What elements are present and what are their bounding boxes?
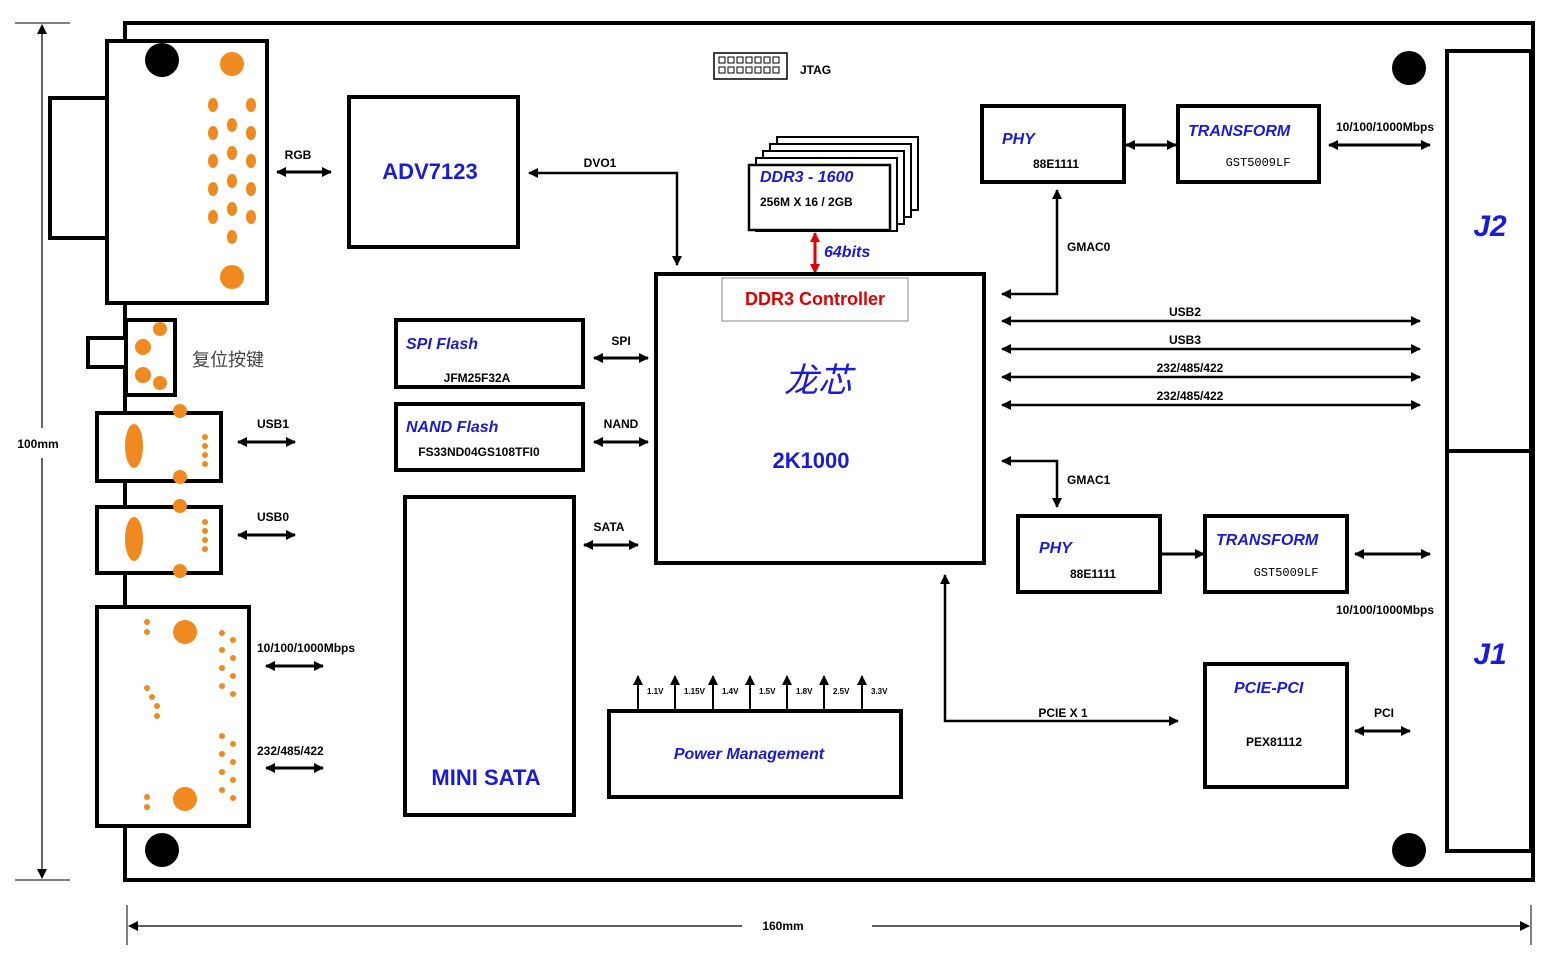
power-rails: 1.1V 1.15V 1.4V 1.5V 1.8V 2.5V 3.3V (633, 675, 888, 709)
reset-label: 复位按键 (192, 350, 264, 371)
spi-flash-chip (394, 318, 585, 389)
mini-sata-slot (403, 495, 576, 817)
ddr3-memory-stack: DDR3 - 1600 256M X 16 / 2GB (747, 136, 919, 232)
reset-button (86, 318, 177, 397)
ddr3-bus-label: 64bits (824, 244, 870, 261)
adv7123-label: ADV7123 (382, 159, 477, 184)
spi-label: SPI (611, 334, 630, 348)
power-management-label: Power Management (674, 746, 825, 763)
ddr3-controller-label: DDR3 Controller (745, 289, 885, 309)
gmac1-label: GMAC1 (1067, 473, 1111, 487)
mount-hole-icon (1392, 833, 1426, 867)
pci-label: PCI (1374, 706, 1394, 720)
cpu-2k1000 (654, 272, 986, 565)
transform1-part: GST5009LF (1254, 566, 1319, 580)
phy1-title: PHY (1039, 540, 1073, 557)
height-dimension: 100mm (15, 22, 70, 881)
transform0-title: TRANSFORM (1188, 123, 1291, 140)
width-dimension: 160mm (126, 905, 1532, 945)
pcie-pci-title: PCIE-PCI (1234, 680, 1304, 697)
rj45-dual-connector (95, 605, 251, 828)
j1-connector (1445, 449, 1533, 853)
eth0-speed-label: 10/100/1000Mbps (1336, 120, 1434, 134)
transform0-chip (1176, 104, 1321, 184)
vga-connector (48, 39, 269, 305)
transform1-chip (1203, 514, 1349, 594)
nand-flash-part: FS33ND04GS108TFI0 (418, 445, 540, 459)
ddr3-spec: 256M X 16 / 2GB (760, 195, 853, 209)
rail-label: 1.15V (684, 687, 706, 696)
spi-flash-part: JFM25F32A (444, 371, 511, 385)
bus-line-label: USB2 (1169, 305, 1201, 319)
rgb-label: RGB (285, 148, 312, 162)
phy0-title: PHY (1002, 131, 1036, 148)
eth1-speed-label: 10/100/1000Mbps (1336, 603, 1434, 617)
gmac1-arrow (1001, 456, 1062, 508)
usb1-label: USB1 (257, 417, 289, 431)
sata-label: SATA (594, 520, 625, 534)
nand-flash-title: NAND Flash (406, 419, 499, 436)
transform0-part: GST5009LF (1226, 156, 1291, 170)
rail-label: 1.8V (796, 687, 813, 696)
rail-label: 3.3V (871, 687, 888, 696)
phy1-part: 88E1111 (1070, 567, 1116, 581)
cpu-brand-label: 龙芯 (784, 361, 856, 401)
bus-line-label: 232/485/422 (1157, 389, 1224, 403)
rj45-serial-label: 232/485/422 (257, 744, 324, 758)
rail-label: 1.1V (647, 687, 664, 696)
dvo1-arrow (528, 168, 682, 266)
mount-hole-icon (145, 833, 179, 867)
pcie-pci-bridge (1203, 662, 1349, 789)
usb1-connector (95, 404, 223, 484)
width-label: 160mm (762, 919, 803, 933)
power-management-block (607, 709, 903, 799)
jtag-header: JTAG (713, 52, 831, 80)
transform1-title: TRANSFORM (1216, 532, 1319, 549)
dvo1-label: DVO1 (584, 156, 617, 170)
j2-connector (1445, 49, 1533, 453)
mount-hole-icon (1392, 51, 1426, 85)
spi-flash-title: SPI Flash (406, 336, 478, 353)
usb0-label: USB0 (257, 510, 289, 524)
pcie-pci-part: PEX81112 (1246, 735, 1302, 749)
adv7123-chip (347, 95, 520, 249)
gmac0-label: GMAC0 (1067, 240, 1111, 254)
pcie-label: PCIE X 1 (1038, 706, 1088, 720)
gmac0-arrow (1001, 189, 1062, 299)
phy1-chip (1016, 514, 1162, 594)
bus-line-label: 232/485/422 (1157, 361, 1224, 375)
j2-label: J2 (1473, 210, 1507, 243)
nand-label: NAND (604, 417, 639, 431)
cpu-model-label: 2K1000 (772, 448, 849, 473)
bus-line-label: USB3 (1169, 333, 1201, 347)
nand-flash-chip (394, 402, 585, 472)
phy0-part: 88E1111 (1033, 157, 1079, 171)
jtag-label: JTAG (800, 63, 831, 77)
ddr3-controller-box (721, 277, 909, 322)
pcie-arrow (940, 574, 1179, 726)
ddr3-title: DDR3 - 1600 (760, 169, 853, 186)
height-label: 100mm (17, 437, 58, 451)
rail-label: 2.5V (833, 687, 850, 696)
rail-label: 1.5V (759, 687, 776, 696)
usb0-connector (95, 499, 223, 578)
rj45-eth-label: 10/100/1000Mbps (257, 641, 355, 655)
rail-label: 1.4V (722, 687, 739, 696)
phy0-chip (980, 104, 1126, 184)
mini-sata-label: MINI SATA (431, 765, 540, 790)
j1-label: J1 (1473, 638, 1506, 671)
